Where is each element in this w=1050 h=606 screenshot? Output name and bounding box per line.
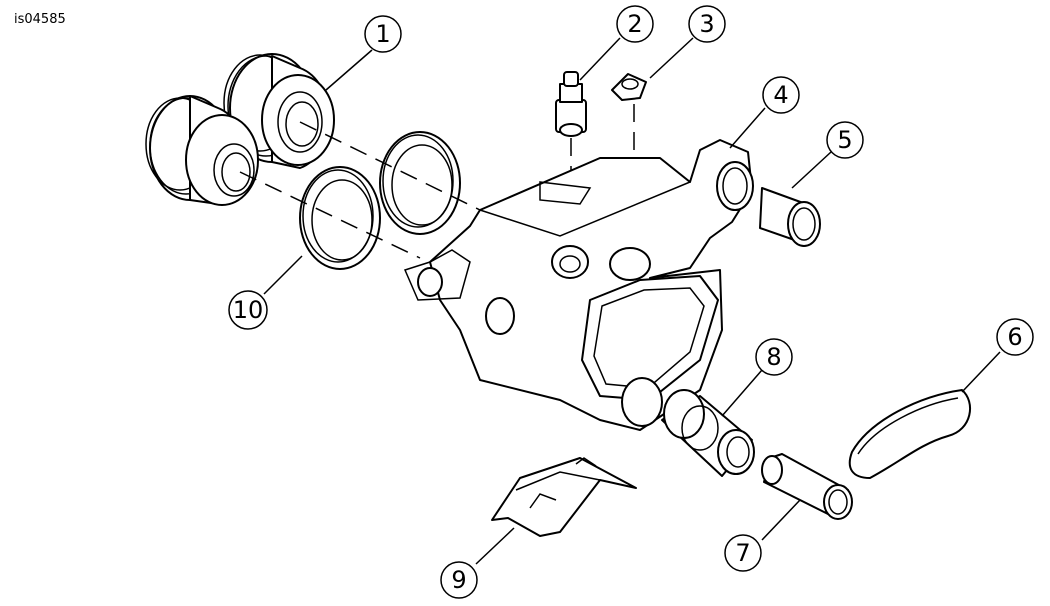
callout-label-2: 2 [627, 10, 642, 38]
callout-label-3: 3 [699, 10, 714, 38]
caliper-body [403, 139, 754, 431]
centerline-upper [299, 121, 481, 211]
figure-id: is04585 [14, 12, 66, 27]
callout-label-5: 5 [837, 126, 852, 154]
piston-front [145, 95, 259, 206]
centerline-lower [239, 171, 421, 259]
callout-2: 2 [616, 5, 654, 43]
callout-4: 4 [762, 76, 800, 114]
bleeder-cap [611, 73, 647, 101]
slide-pin [761, 453, 853, 520]
callout-label-8: 8 [766, 343, 781, 371]
callout-label-10: 10 [233, 296, 264, 324]
callout-3: 3 [688, 5, 726, 43]
callout-label-7: 7 [735, 539, 750, 567]
pin-sleeve [759, 187, 821, 247]
leader-lines [263, 37, 1001, 565]
callout-10: 10 [228, 290, 268, 330]
callout-8: 8 [755, 338, 793, 376]
pad-spring [491, 457, 637, 537]
callout-7: 7 [724, 534, 762, 572]
pin-boot [661, 389, 755, 477]
bleeder-valve [555, 71, 587, 137]
seal-ring-upper [379, 131, 461, 235]
callout-1: 1 [364, 15, 402, 53]
piston-rear [223, 53, 335, 169]
seal-ring-lower [299, 166, 381, 270]
gasket [848, 389, 971, 479]
callout-label-9: 9 [451, 566, 466, 594]
callout-9: 9 [440, 561, 478, 599]
callout-5: 5 [826, 121, 864, 159]
callout-label-1: 1 [375, 20, 390, 48]
callout-label-6: 6 [1007, 323, 1022, 351]
callout-label-4: 4 [773, 81, 788, 109]
callout-6: 6 [996, 318, 1034, 356]
